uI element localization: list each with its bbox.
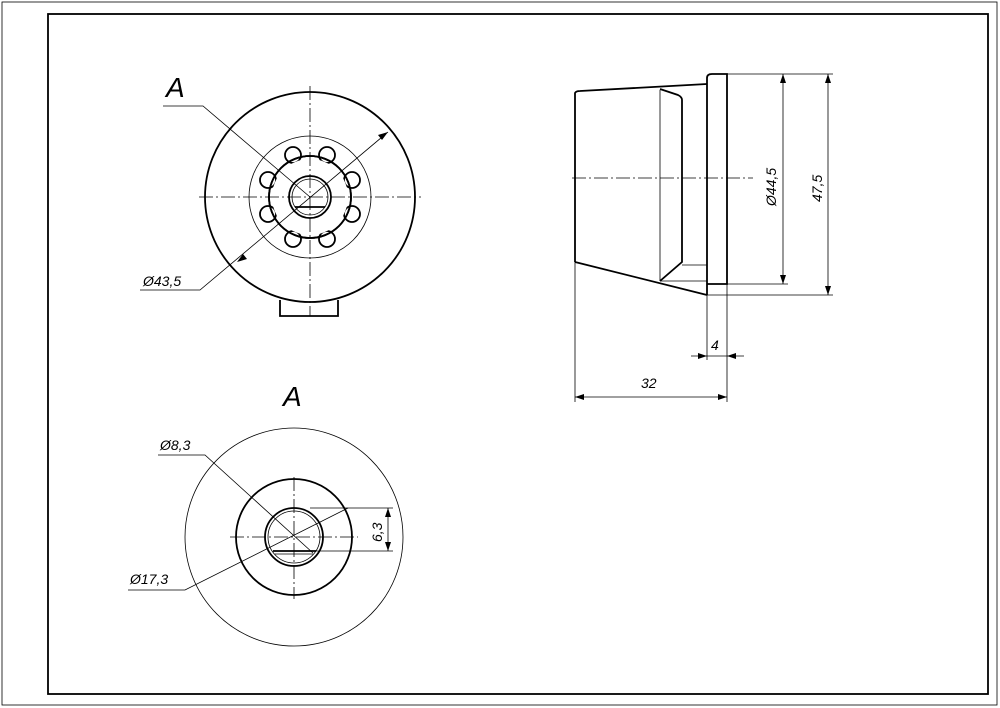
body-taper-bottom: [574, 261, 708, 296]
view-marker: A: [164, 72, 185, 103]
tab: [279, 300, 339, 317]
flange-thickness-label: 4: [711, 337, 719, 353]
flange-height-label: 47,5: [809, 175, 825, 202]
outer-diameter-label: Ø43,5: [142, 273, 181, 289]
front-view: A Ø43,5: [140, 72, 421, 317]
bore-chamfer: [659, 88, 683, 282]
hole-diameter-label: Ø8,3: [159, 437, 191, 453]
view-a: A Ø8,3 Ø17,3 6,3: [128, 381, 404, 647]
diameter-leader: [140, 131, 389, 291]
view-a-title: A: [281, 381, 302, 412]
side-view: Ø44,5 47,5 4 32: [572, 73, 833, 402]
hole-diameter-leader: [158, 454, 314, 554]
sheet-frame: [47, 13, 989, 695]
flat-height-label: 6,3: [369, 522, 385, 542]
boss-diameter-label: Ø17,3: [129, 571, 168, 587]
total-length-label: 32: [641, 375, 657, 391]
body-top-outline: [574, 83, 708, 262]
boss-diameter-leader: [128, 507, 349, 591]
flange: [706, 73, 728, 295]
view-a-leader: [163, 105, 311, 198]
flange-inner-diameter-label: Ø44,5: [763, 168, 779, 207]
outer-circle: [184, 427, 404, 647]
